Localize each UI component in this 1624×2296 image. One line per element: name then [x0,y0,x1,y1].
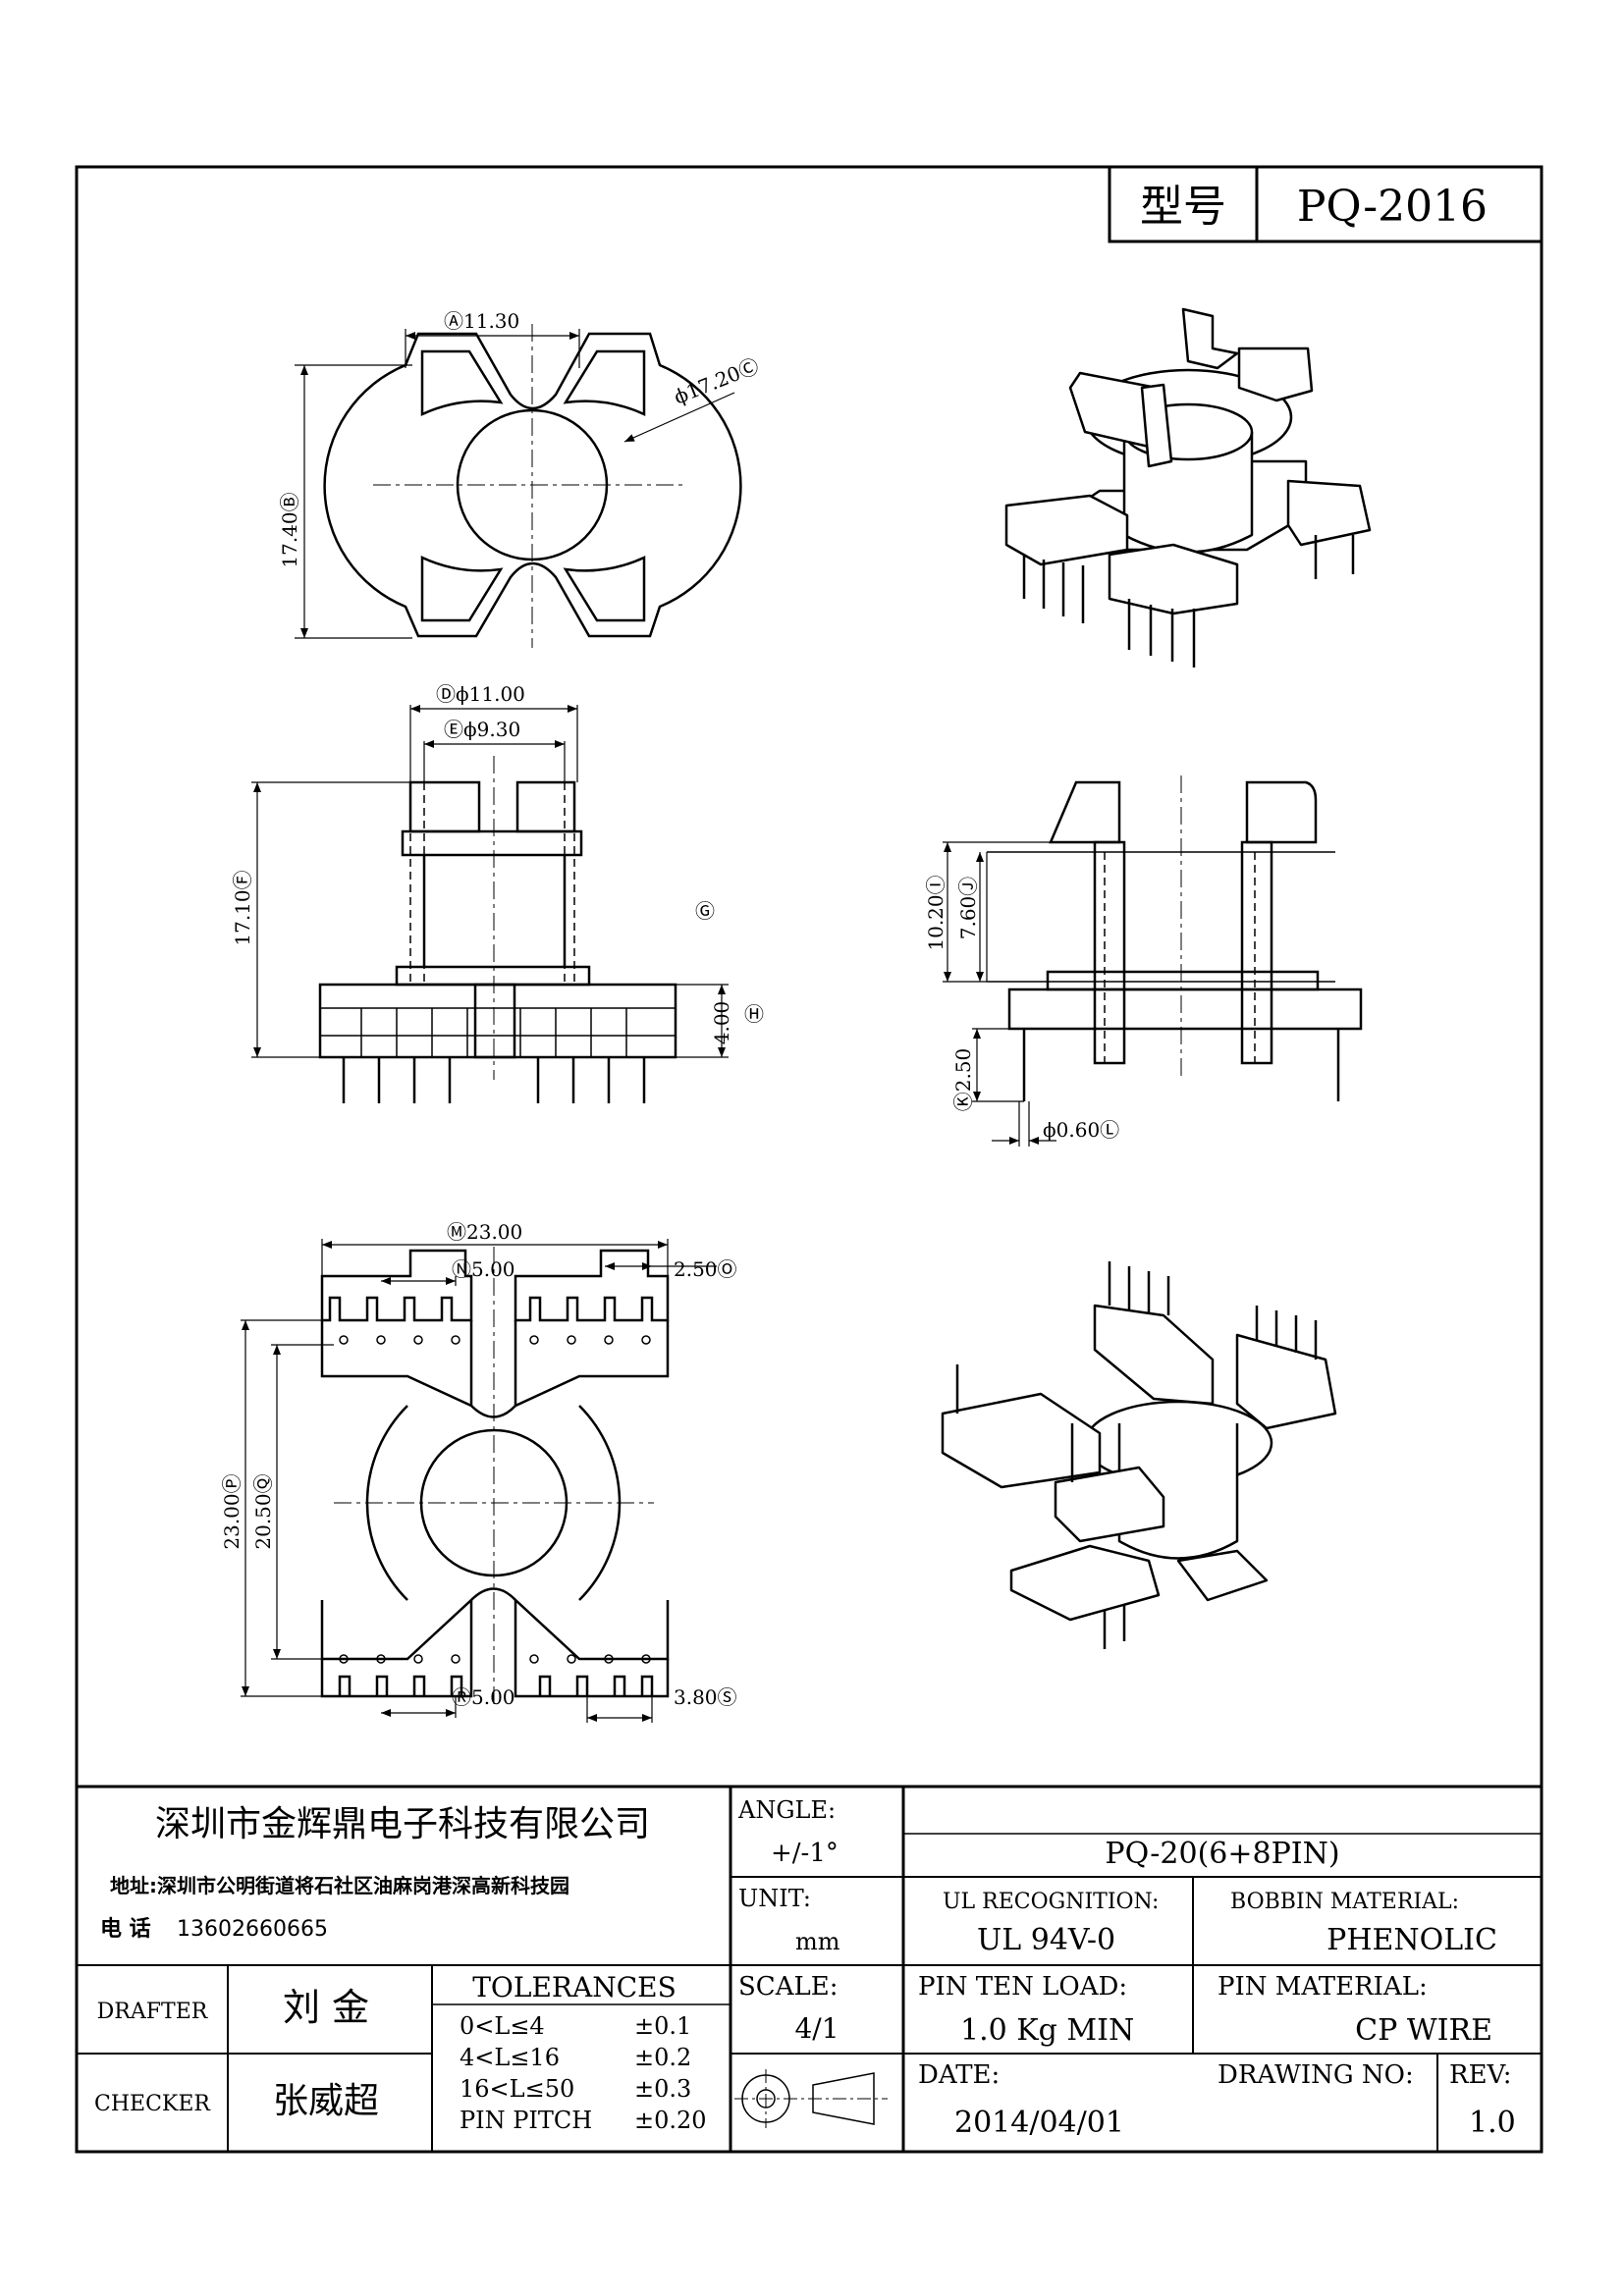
dim-d-label: Ⓓϕ11.00 [436,682,525,706]
dim-h-value: 4.00 [710,1001,733,1045]
tolerance-table: 0<L≤4 ±0.1 4<L≤16 ±0.2 16<L≤50 ±0.3 PIN … [460,2012,707,2134]
angle-label: ANGLE: [737,1796,836,1824]
tolerances-label: TOLERANCES [472,1971,677,2003]
pin-material-label: PIN MATERIAL: [1218,1972,1428,2002]
isometric-view-bottom [941,1261,1337,1649]
unit-value: mm [795,1928,840,1955]
dim-h-marker: Ⓗ [744,1002,764,1026]
tolerance-value: ±0.2 [634,2044,691,2071]
dim-l-label: ϕ0.60Ⓛ [1043,1118,1119,1142]
date-value: 2014/04/01 [954,2106,1124,2140]
ul-label: UL RECOGNITION: [943,1890,1159,1914]
dim-k-label: Ⓚ2.50 [951,1048,975,1112]
title-block-lines [77,1785,1542,2152]
company-name: 深圳市金辉鼎电子科技有限公司 [155,1804,650,1844]
dim-e-label: Ⓔϕ9.30 [444,718,520,741]
scale-value: 4/1 [794,2012,839,2045]
company-address: 地址:深圳市公明街道将石社区油麻岗港深高新科技园 [110,1874,569,1897]
dim-j-label: 7.60Ⓙ [956,877,980,940]
dim-g-label: Ⓖ [695,899,715,923]
unit-label: UNIT: [738,1885,811,1912]
dim-a-label: Ⓐ11.30 [444,309,519,333]
tolerance-range: 16<L≤50 [460,2075,574,2103]
front-view [251,705,729,1103]
dim-m-label: Ⓜ23.00 [447,1220,522,1244]
dim-i-label: 10.20Ⓘ [924,875,947,950]
rev-value: 1.0 [1469,2106,1516,2140]
tolerance-range: 0<L≤4 [460,2012,545,2040]
phone-number: 13602660665 [177,1917,328,1942]
pin-material-value: CP WIRE [1355,2013,1492,2048]
scale-label: SCALE: [738,1972,839,2002]
dim-o-label: 2.50Ⓞ [674,1257,737,1281]
checker-label: CHECKER [94,2092,211,2116]
top-view [295,324,742,648]
date-label: DATE: [918,2060,1000,2090]
bobbin-material-label: BOBBIN MATERIAL: [1230,1890,1459,1914]
dim-r-label: Ⓡ5.00 [452,1685,515,1709]
pin-view [241,1239,717,1723]
model-header: 型号 PQ-2016 [1108,165,1543,243]
product-name: PQ-20(6+8PIN) [1105,1837,1339,1871]
drafter-label: DRAFTER [97,2000,209,2024]
rev-label: REV: [1449,2060,1511,2090]
side-view [943,775,1363,1147]
bobbin-material-value: PHENOLIC [1326,1923,1497,1957]
isometric-view-top [1004,307,1372,667]
checker-value: 张威超 [273,2081,379,2121]
sheet-border [75,165,1543,2154]
model-value: PQ-2016 [1297,182,1488,232]
tolerance-value: ±0.3 [634,2075,691,2103]
angle-value: +/-1° [771,1839,839,1868]
dim-p-label: 23.00Ⓟ [220,1473,244,1549]
dim-s-label: 3.80Ⓢ [674,1685,737,1709]
pin-holes [339,1335,651,1664]
tolerance-range: PIN PITCH [460,2107,592,2134]
pin-load-label: PIN TEN LOAD: [918,1972,1127,2002]
drafter-value: 刘 金 [283,1986,369,2029]
pin-load-value: 1.0 Kg MIN [960,2013,1134,2048]
tolerance-value: ±0.20 [634,2107,707,2134]
model-label: 型号 [1140,182,1226,232]
dim-n-label: Ⓝ5.00 [452,1257,515,1281]
drawing-no-label: DRAWING NO: [1218,2060,1414,2090]
dim-b-label: 17.40Ⓑ [278,492,301,567]
dim-f-label: 17.10Ⓕ [231,870,254,945]
tolerance-value: ±0.1 [634,2012,691,2040]
ul-value: UL 94V-0 [977,1923,1115,1957]
tolerance-range: 4<L≤16 [460,2044,560,2071]
dim-q-label: 20.50Ⓠ [251,1473,275,1549]
phone-label: 电 话 [100,1917,151,1942]
